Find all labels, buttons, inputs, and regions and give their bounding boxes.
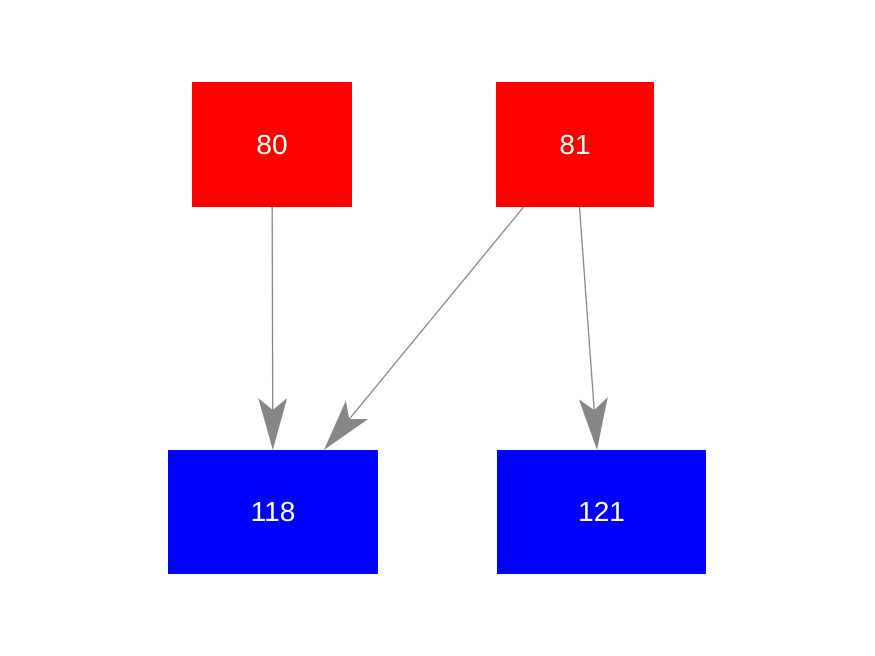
arrowhead-81-121 <box>578 397 608 450</box>
arrowhead-81-118 <box>323 400 369 450</box>
node-80-label: 80 <box>256 128 288 160</box>
edge-80-118 <box>271 206 274 411</box>
node-81-label: 81 <box>559 128 591 160</box>
edge-81-121 <box>578 206 595 411</box>
node-81: 81 <box>496 82 654 207</box>
node-80: 80 <box>192 82 352 207</box>
node-118-label: 118 <box>250 496 296 527</box>
edge-81-118 <box>348 206 525 420</box>
node-121: 121 <box>497 450 706 574</box>
node-121-label: 121 <box>578 496 625 527</box>
arrowhead-80-118 <box>258 398 288 450</box>
node-118: 118 <box>168 450 378 574</box>
